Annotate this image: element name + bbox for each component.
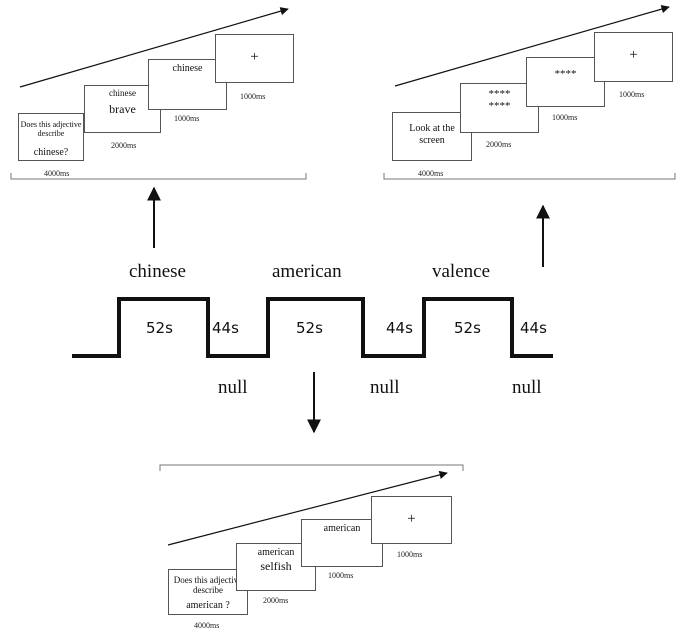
duration-label: 1000ms — [174, 114, 200, 123]
duration-label: 1000ms — [552, 113, 578, 122]
stimulus-box-word: american — [301, 519, 383, 567]
duration-label: 1000ms — [397, 550, 423, 559]
box-text: Look at the screen — [409, 123, 455, 146]
box-text: american — [323, 523, 361, 534]
stimulus-box-mask: **** — [526, 57, 605, 107]
panel-bracket — [383, 173, 676, 180]
duration-label: 4000ms — [194, 621, 220, 630]
box-text: **** — [488, 88, 511, 100]
fixation-cross: + — [407, 511, 416, 527]
box-text: selfish — [260, 559, 292, 573]
box-text: chinese? — [33, 147, 69, 158]
rest-duration: 44s — [212, 319, 239, 337]
box-text: Does this adjective describe — [20, 120, 82, 139]
stimulus-box-word: chinese — [148, 59, 227, 110]
block-duration: 52s — [146, 319, 173, 337]
box-text: **** — [554, 68, 577, 80]
duration-label: 1000ms — [619, 90, 645, 99]
block-label-american: american — [272, 261, 342, 282]
block-duration: 52s — [454, 319, 481, 337]
stimulus-box-question: Does this adjective describe american ? — [168, 569, 248, 615]
time-axis-arrow — [394, 5, 670, 87]
box-text: brave — [109, 102, 136, 116]
time-axis-arrow — [167, 470, 448, 546]
box-text: chinese — [109, 88, 136, 98]
box-text: Does this adjective describe — [173, 575, 243, 596]
panel-bracket — [159, 464, 464, 471]
duration-label: 1000ms — [328, 571, 354, 580]
fixation-cross: + — [250, 49, 259, 65]
fixation-box: + — [371, 496, 452, 544]
duration-label: 2000ms — [486, 140, 512, 149]
stimulus-box-word: american selfish — [236, 543, 316, 591]
block-duration: 52s — [296, 319, 323, 337]
stimulus-box-question: Does this adjective describe chinese? — [18, 113, 84, 161]
box-text: chinese — [172, 63, 203, 74]
box-text: **** — [488, 100, 511, 112]
null-label: null — [218, 377, 248, 398]
panel-bracket — [10, 173, 307, 180]
stimulus-box-instruction: Look at the screen — [392, 112, 472, 161]
fixation-box: + — [594, 32, 673, 82]
duration-label: 4000ms — [418, 169, 444, 178]
duration-label: 4000ms — [44, 169, 70, 178]
fixation-box: + — [215, 34, 294, 83]
block-label-valence: valence — [432, 261, 491, 282]
null-label: null — [512, 377, 542, 398]
block-waveform — [72, 297, 553, 358]
stimulus-box-mask: **** **** — [460, 83, 539, 133]
duration-label: 1000ms — [240, 92, 266, 101]
box-text: american — [257, 547, 295, 558]
null-label: null — [370, 377, 400, 398]
duration-label: 2000ms — [111, 141, 137, 150]
block-label-chinese: chinese — [129, 261, 186, 282]
rest-duration: 44s — [386, 319, 413, 337]
fixation-cross: + — [629, 47, 638, 63]
box-text: american ? — [186, 600, 230, 611]
duration-label: 2000ms — [263, 596, 289, 605]
rest-duration: 44s — [520, 319, 547, 337]
time-axis-arrow — [19, 7, 289, 88]
